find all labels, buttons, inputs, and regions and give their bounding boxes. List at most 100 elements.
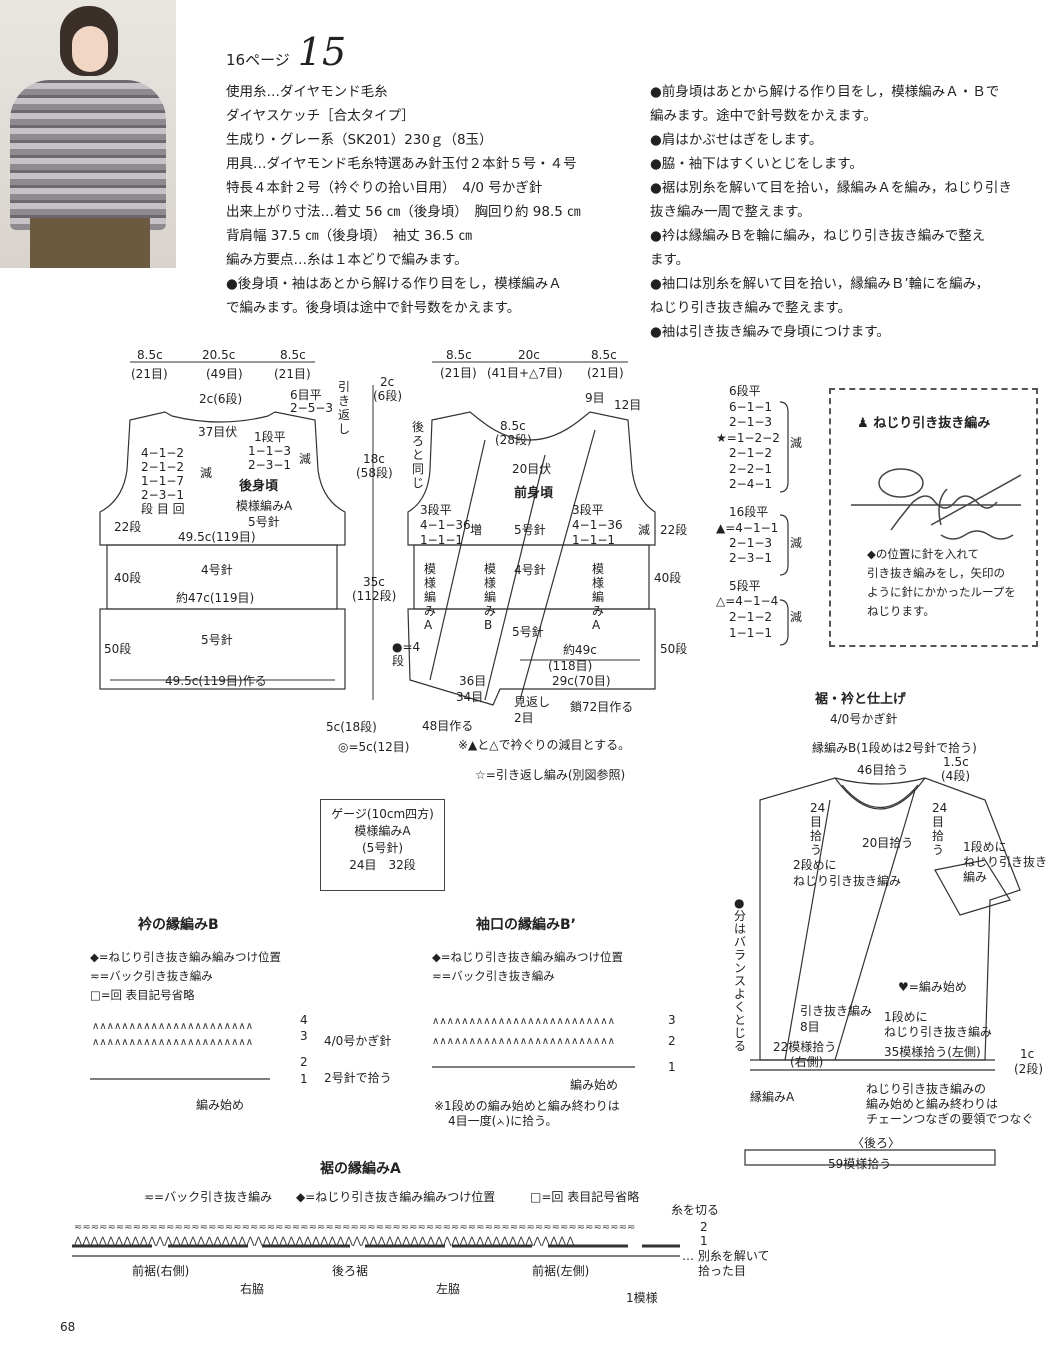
dim: 8.5c [137, 348, 163, 362]
line: ≂=バック引き抜き編み [432, 969, 555, 983]
arm-dec: 2−3−1 [141, 488, 185, 502]
inc: 増 [470, 523, 483, 537]
dec-table: 2−4−1 [729, 477, 773, 491]
side-note: 4/0号かぎ針 [324, 1034, 392, 1048]
twist-desc: ◆の位置に針を入れて 引き抜き編みをし，矢印の ように針にかかったループを ねじ… [867, 545, 1016, 621]
dec-table: 2−2−1 [729, 462, 773, 476]
finish-label: 46目拾う [857, 763, 909, 777]
hem-legend: □=回 表目記号省略 [530, 1190, 640, 1204]
collar-title: 衿の縁編みB [138, 917, 219, 933]
needle: 5号針 [248, 515, 280, 529]
line: ●前身頃はあとから解ける作り目をし，模様編みＡ・Ｂで [650, 84, 1000, 100]
bottom: 約49c [563, 643, 597, 657]
note: ☆=引き返し編み(別図参照) [475, 768, 626, 782]
needle: 5号針 [201, 633, 233, 647]
line: ように針にかかったループを [867, 585, 1016, 599]
line: 使用糸…ダイヤモンド毛糸 [226, 84, 388, 100]
pattern: 模様編みA [592, 562, 605, 632]
finish-label: ♥=編み始め [898, 980, 967, 994]
side-label: 左脇 [436, 1282, 461, 1296]
bottom: 36目 [459, 674, 487, 688]
dim: 18c [363, 452, 385, 466]
bind-off: 20目伏 [512, 462, 552, 476]
gauge-box: ゲージ(10cm四方) 模様編みA (5号針) 24目 32段 [320, 799, 445, 891]
dec-table: ★=1−2−2 [716, 431, 780, 445]
finish-label: 35模様拾う(左側) [884, 1045, 981, 1059]
line: 編みます。途中で針号数をかえます。 [650, 108, 877, 124]
rows: 22段 [660, 523, 688, 537]
neck-dec: 減 [299, 452, 312, 466]
dim: (112段) [352, 589, 397, 603]
dim: 8.5c [591, 348, 617, 362]
hem-title: 裾の縁編みA [320, 1161, 401, 1177]
finish-label: 59模様拾う [828, 1157, 892, 1171]
line: ねじります。 [867, 604, 935, 618]
dec: 1−1−1 [572, 533, 616, 547]
dim: (21目) [587, 366, 624, 380]
row-no: 1 [300, 1072, 308, 1086]
shoulder: 2−5−3 [290, 401, 334, 415]
right-instructions: ●前身頃はあとから解ける作り目をし，模様編みＡ・Ｂで 編みます。途中で針号数をか… [650, 80, 1012, 344]
finish-label: チェーンつなぎの要領でつなぐ [866, 1112, 1034, 1126]
dec-value: 4−1−4 [735, 594, 779, 608]
line: ◆=ねじり引き抜き編み編みつけ位置 [90, 950, 281, 964]
note: ※▲と△で衿ぐりの減目とする。 [458, 738, 631, 752]
pattern: 模様編みA [236, 499, 293, 513]
rows: 50段 [104, 642, 132, 656]
cuff-note: ※1段めの編み始めと編み終わりは [434, 1099, 620, 1113]
line: (5号針) [362, 841, 403, 855]
line: ダイヤスケッチ［合太タイプ］ [226, 108, 415, 124]
dec-table: 6段平 [729, 384, 761, 398]
neck-dec: 1−1−3 [248, 444, 292, 458]
dim: (21目) [274, 367, 311, 381]
row-no: 3 [668, 1013, 676, 1027]
line: 引き抜き編みをし，矢印の [867, 566, 1005, 580]
stitches: 12目 [614, 398, 642, 412]
line: ◆=ねじり引き抜き編み編みつけ位置 [432, 950, 623, 964]
finish-label: 1.5c [943, 755, 969, 769]
dec-value: 4−1−1 [735, 521, 779, 535]
dim: (21目) [131, 367, 168, 381]
pattern: 模様編みB [484, 562, 497, 632]
shoulder: 引き返し [338, 380, 351, 436]
line: □=回 表目記号省略 [90, 988, 195, 1002]
dim: 2c [380, 375, 395, 389]
finish-label: 22模様拾う [773, 1040, 837, 1054]
svg-text:∧∧∧∧∧∧∧∧∧∧∧∧∧∧∧∧∧∧∧∧∧∧: ∧∧∧∧∧∧∧∧∧∧∧∧∧∧∧∧∧∧∧∧∧∧ [92, 1037, 253, 1048]
bottom: ●=4段 [392, 640, 421, 668]
hem-legend: ◆=ねじり引き抜き編み編みつけ位置 [296, 1190, 496, 1204]
dim: (21目) [440, 366, 477, 380]
dec-table: 1−1−1 [729, 626, 773, 640]
dim: 8.5c [446, 348, 472, 362]
twist-slip-box: ♟ ねじり引き抜き編み ◆の位置に針を入れて 引き抜き編みをし，矢印の ように針… [829, 388, 1038, 647]
left-instructions: 使用糸…ダイヤモンド毛糸 ダイヤスケッチ［合太タイプ］ 生成り・グレー系（SK2… [226, 80, 581, 320]
line: ゲージ(10cm四方) [331, 807, 434, 821]
cuff-title: 袖口の縁編みB’ [476, 917, 576, 933]
start-label: 編み始め [196, 1098, 245, 1112]
dec-table: ▲=4−1−1 [716, 521, 779, 535]
line: 24目 32段 [349, 858, 416, 872]
dec-table: 減 [790, 610, 803, 624]
line: 特長４本針２号（衿ぐりの拾い目用） 4/0 号かぎ針 [226, 180, 543, 196]
arm-dec: 2−1−2 [141, 460, 185, 474]
rows: 22段 [114, 520, 142, 534]
dim: ◎=5c(12目) [338, 740, 410, 754]
start-label: 編み始め [570, 1078, 619, 1092]
dec-table: 2−3−1 [729, 551, 773, 565]
part-label: 後ろ裾 [332, 1264, 369, 1278]
finish-label: 〈後ろ〉 [852, 1136, 901, 1150]
dec-table: 2−1−2 [729, 446, 773, 460]
bottom: 48目作る [422, 719, 474, 733]
finish-label: 編み [963, 870, 988, 884]
width: 49.5c(119目) [178, 530, 256, 544]
line: ●袖は引き抜き編みで身頃につけます。 [650, 324, 890, 340]
pattern: 模様編みA [424, 562, 437, 632]
row-no: 2 [668, 1034, 676, 1048]
svg-text:∧∧∧∧∧∧∧∧∧∧∧∧∧∧∧∧∧∧∧∧∧∧∧∧∧: ∧∧∧∧∧∧∧∧∧∧∧∧∧∧∧∧∧∧∧∧∧∧∧∧∧ [432, 1016, 615, 1027]
finish-label: 縁編みB(1段めは2号針で拾う) [812, 741, 977, 755]
rows: 50段 [660, 642, 688, 656]
cut-label: 糸を切る [671, 1203, 720, 1217]
line: 背肩幅 37.5 ㎝（後身頃） 袖丈 36.5 ㎝ [226, 228, 473, 244]
finish-label: 引き抜き編み [800, 1004, 873, 1018]
